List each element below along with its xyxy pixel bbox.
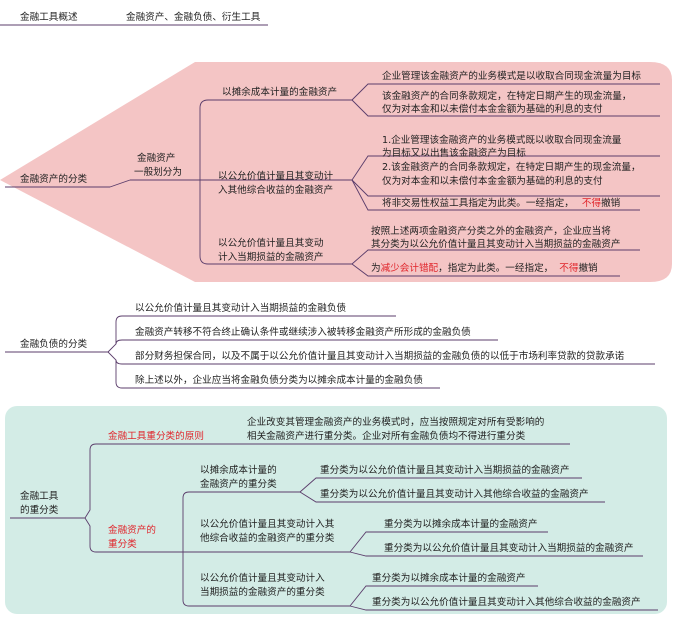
amortized-condition-1: 企业管理该金融资产的业务模式是以收取合同现金流量为目标 [382,71,642,82]
fvoci-condition-1b: 为目标又以出售该金融资产为目标 [382,148,526,159]
amortized-asset-label: 以摊余成本计量的金融资产 [222,87,338,98]
fvtpl-condition-b: 其分类为以公允价值计量且其变动计入当期损益的金融资产 [371,239,621,250]
fvoci-asset-label-line1: 以公允价值计量且其变动计 [218,171,334,182]
fvtpl-asset-label-line1: 以公允价值计量且其变动 [218,238,324,249]
fvoci-condition-1a: 1.企业管理该金融资产的业务模式既以收取合同现金流量 [382,135,622,146]
fvoci-equity-note: 将非交易性权益工具指定为此类。一经指定，不得撤销 [382,198,621,209]
group-fvtpl-item-1: 重分类为以摊余成本计量的金融资产 [372,573,526,584]
asset-classification-label: 金融资产的分类 [20,174,88,185]
fvtpl-asset-label-line2: 计入当期损益的金融资产 [218,252,324,263]
fvoci-not-revocable: 不得 [581,198,602,209]
fvoci-condition-2a: 2.该金融资产的合同条款规定，在特定日期产生的现金流量， [382,162,641,173]
group-fvoci-label-line1: 以公允价值计量且其变动计入其 [200,519,335,530]
amortized-condition-2a: 该金融资产的合同条款规定，在特定日期产生的现金流量， [382,91,632,102]
group-amortized-item-2: 重分类为以公允价值计量且其变动计入其他综合收益的金融资产 [320,489,589,500]
fvoci-asset-label-line2: 入其他综合收益的金融资产 [218,185,334,196]
asset-reclass-label-line2: 重分类 [108,539,137,550]
reclassification-label-line1: 金融工具 [20,491,59,502]
group-fvtpl-item-2: 重分类为以公允价值计量且其变动计入其他综合收益的金融资产 [372,597,641,608]
amortized-condition-2b: 仅为对本金和以未偿付本金金额为基础的利息的支付 [382,104,603,115]
overview-detail: 金融资产、金融负债、衍生工具 [126,12,261,23]
reclassification-label-line2: 的重分类 [20,505,59,516]
asset-general-label-line1: 金融资产 [137,153,176,164]
group-fvoci-label-line2: 他综合收益的金融资产的重分类 [200,533,335,544]
overview-label: 金融工具概述 [20,12,78,23]
group-fvtpl-label-line1: 以公允价值计量且其变动计入 [200,573,325,584]
group-fvtpl-label-line2: 当期损益的金融资产的重分类 [200,587,325,598]
reclass-principle-text-line2: 相关金融资产进行重分类。企业对所有金融负债均不得进行重分类 [247,431,526,442]
reduce-mismatch-text: 减少会计错配 [380,263,439,274]
group-fvoci-item-1: 重分类为以摊余成本计量的金融资产 [384,519,538,530]
reclass-principle-text-line1: 企业改变其管理金融资产的业务模式时，应当按照规定对所有受影响的 [247,417,545,428]
fvtpl-condition-a: 按照上述两项金融资产分类之外的金融资产，企业应当将 [371,226,611,237]
group-amortized-label-line1: 以摊余成本计量的 [200,465,277,476]
asset-general-label-line2: 一般划分为 [134,167,182,178]
liability-item-2: 金融资产转移不符合终止确认条件或继续涉入被转移金融资产所形成的金融负债 [135,327,471,338]
group-fvoci-item-2: 重分类为以公允价值计量且其变动计入当期损益的金融资产 [384,543,634,554]
liability-item-3: 部分财务担保合同，以及不属于以公允价值计量且其变动计入当期损益的金融负债的以低于… [135,351,625,362]
liability-item-1: 以公允价值计量且其变动计入当期损益的金融负债 [135,303,347,314]
fvtpl-not-revocable: 不得 [559,263,579,274]
group-amortized-label-line2: 金融资产的重分类 [200,479,277,490]
fvtpl-designate-note: 为减少会计错配，指定为此类。一经指定，不得撤销 [371,263,598,274]
asset-reclass-label-line1: 金融资产的 [108,525,156,536]
liability-classification-label: 金融负债的分类 [20,339,88,350]
reclass-principle-label: 金融工具重分类的原则 [108,431,204,442]
group-amortized-item-1: 重分类为以公允价值计量且其变动计入当期损益的金融资产 [320,465,570,476]
fvoci-condition-2b: 仅为对本金和以未偿付本金金额为基础的利息的支付 [382,176,603,187]
liability-item-4: 除上述以外，企业应当将金融负债分类为以摊余成本计量的金融负债 [135,375,423,386]
